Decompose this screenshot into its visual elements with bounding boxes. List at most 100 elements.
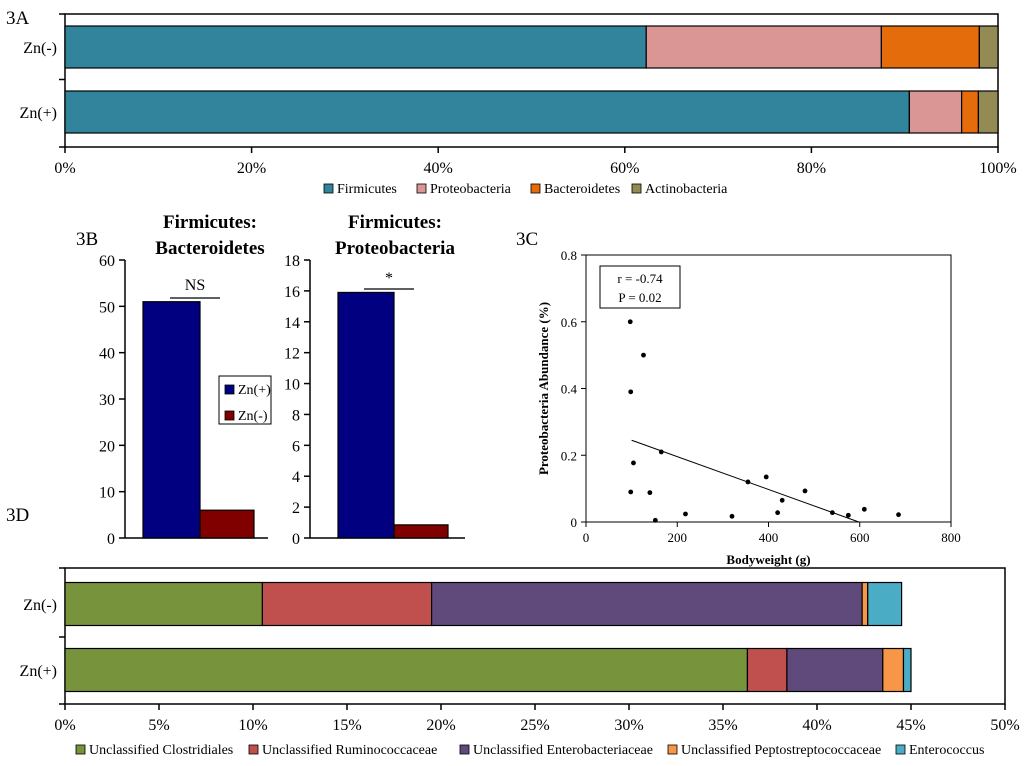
- y-tick-label: 8: [292, 407, 300, 424]
- data-point: [779, 497, 785, 503]
- legend-swatch-unclassified-clostridiales: [75, 744, 86, 755]
- panel-3b-left-title-line1: Firmicutes:: [163, 212, 257, 233]
- x-tick-label: 0%: [54, 717, 75, 734]
- data-point: [627, 319, 633, 325]
- bar-zn-unclassified-ruminococcaceae: [746, 647, 788, 693]
- category-label-zn: Zn(-): [23, 40, 57, 57]
- panel-3b-right-title-line1: Firmicutes:: [348, 212, 442, 233]
- x-tick-label: 100%: [979, 160, 1016, 177]
- y-tick-label: 0.4: [561, 382, 578, 397]
- data-point: [647, 490, 653, 496]
- bar-zn-unclassified-clostridiales: [64, 647, 749, 693]
- stats-p-value: P = 0.02: [618, 290, 661, 305]
- data-point: [628, 389, 634, 395]
- bar-zn: [142, 301, 201, 539]
- legend-label-unclassified-clostridiales: Unclassified Clostridiales: [89, 743, 233, 758]
- y-tick-label: 14: [284, 315, 300, 332]
- x-tick-label: 45%: [896, 717, 925, 734]
- bar-zn-actinobacteria: [977, 90, 999, 134]
- data-point: [729, 513, 735, 519]
- x-tick-label: 50%: [990, 717, 1019, 734]
- data-point: [763, 474, 769, 480]
- legend-label-unclassified-peptostreptococcaceae: Unclassified Peptostreptococcaceae: [681, 743, 881, 758]
- x-tick-label: 20%: [426, 717, 455, 734]
- panel-label-3b: 3B: [76, 229, 98, 250]
- bar-zn: [393, 524, 449, 539]
- legend-label-proteobacteria: Proteobacteria: [430, 182, 512, 197]
- x-tick-label: 40%: [802, 717, 831, 734]
- legend-swatch-zn: [224, 410, 235, 421]
- legend-swatch-bacteroidetes: [530, 183, 541, 194]
- data-point: [745, 479, 751, 485]
- bar-zn-enterococcus: [867, 581, 903, 627]
- panel-label-3a: 3A: [6, 8, 30, 29]
- bar-zn-proteobacteria: [908, 90, 963, 134]
- panel-3b-right-title-line2: Proteobacteria: [335, 238, 455, 259]
- category-label-zn: Zn(+): [20, 105, 57, 122]
- x-tick-label: 0: [583, 530, 590, 545]
- data-point: [896, 512, 901, 518]
- y-tick-label: 18: [284, 253, 300, 270]
- x-tick-label: 200: [668, 530, 688, 545]
- y-axis-label: Proteobacteria Abundance (%): [536, 302, 551, 475]
- y-tick-label: 50: [99, 299, 115, 316]
- panel-label-3c: 3C: [516, 229, 538, 250]
- bar-zn-actinobacteria: [978, 25, 999, 69]
- legend-label-unclassified-ruminococcaceae: Unclassified Ruminococcaceae: [262, 743, 437, 758]
- y-tick-label: 16: [284, 284, 300, 301]
- x-tick-label: 800: [941, 530, 961, 545]
- y-tick-label: 10: [284, 377, 300, 394]
- legend-swatch-actinobacteria: [631, 183, 642, 194]
- panel-3b-left-title-line2: Bacteroidetes: [155, 238, 264, 259]
- y-tick-label: 10: [99, 485, 115, 502]
- legend-swatch-zn: [224, 384, 235, 395]
- data-point: [628, 489, 634, 495]
- legend-label-enterococcus: Enterococcus: [909, 743, 984, 758]
- y-tick-label: 0.8: [561, 248, 577, 263]
- y-tick-label: 0: [107, 531, 115, 548]
- legend-label-actinobacteria: Actinobacteria: [645, 182, 728, 197]
- plot-frame: [64, 13, 999, 148]
- x-tick-label: 15%: [332, 717, 361, 734]
- legend-swatch-proteobacteria: [416, 183, 427, 194]
- legend-swatch-unclassified-enterobacteriaceae: [459, 744, 470, 755]
- y-tick-label: 30: [99, 392, 115, 409]
- data-point: [861, 506, 867, 512]
- legend-label-unclassified-enterobacteriaceae: Unclassified Enterobacteriaceae: [473, 743, 653, 758]
- y-tick-label: 0.6: [561, 315, 578, 330]
- stats-correlation: r = -0.74: [617, 271, 663, 286]
- x-tick-label: 30%: [614, 717, 643, 734]
- legend-swatch-enterococcus: [895, 744, 906, 755]
- bar-zn: [199, 509, 255, 539]
- data-point: [658, 449, 664, 455]
- y-tick-label: 4: [292, 469, 300, 486]
- data-point: [802, 488, 808, 494]
- x-tick-label: 20%: [237, 160, 266, 177]
- y-tick-label: 0: [292, 531, 300, 548]
- y-tick-label: 2: [292, 500, 300, 517]
- y-tick-label: 0: [571, 515, 578, 530]
- significance-annotation: *: [385, 270, 393, 287]
- panel-label-3d: 3D: [6, 505, 29, 526]
- x-tick-label: 400: [759, 530, 779, 545]
- bar-zn-bacteroidetes: [880, 25, 980, 69]
- x-tick-label: 25%: [520, 717, 549, 734]
- x-tick-label: 0%: [54, 160, 75, 177]
- bar-zn-unclassified-enterobacteriaceae: [431, 581, 863, 627]
- legend-label-zn: Zn(-): [238, 409, 268, 424]
- x-tick-label: 600: [850, 530, 870, 545]
- data-point: [775, 510, 781, 516]
- data-point: [683, 511, 688, 517]
- category-label-zn: Zn(+): [20, 663, 57, 680]
- bar-zn: [337, 291, 395, 539]
- bar-zn-enterococcus: [902, 647, 912, 693]
- y-tick-label: 20: [99, 438, 115, 455]
- trend-line: [631, 439, 860, 523]
- x-tick-label: 40%: [424, 160, 453, 177]
- x-tick-label: 60%: [610, 160, 639, 177]
- y-tick-label: 40: [99, 346, 115, 363]
- bar-zn-unclassified-clostridiales: [64, 581, 263, 627]
